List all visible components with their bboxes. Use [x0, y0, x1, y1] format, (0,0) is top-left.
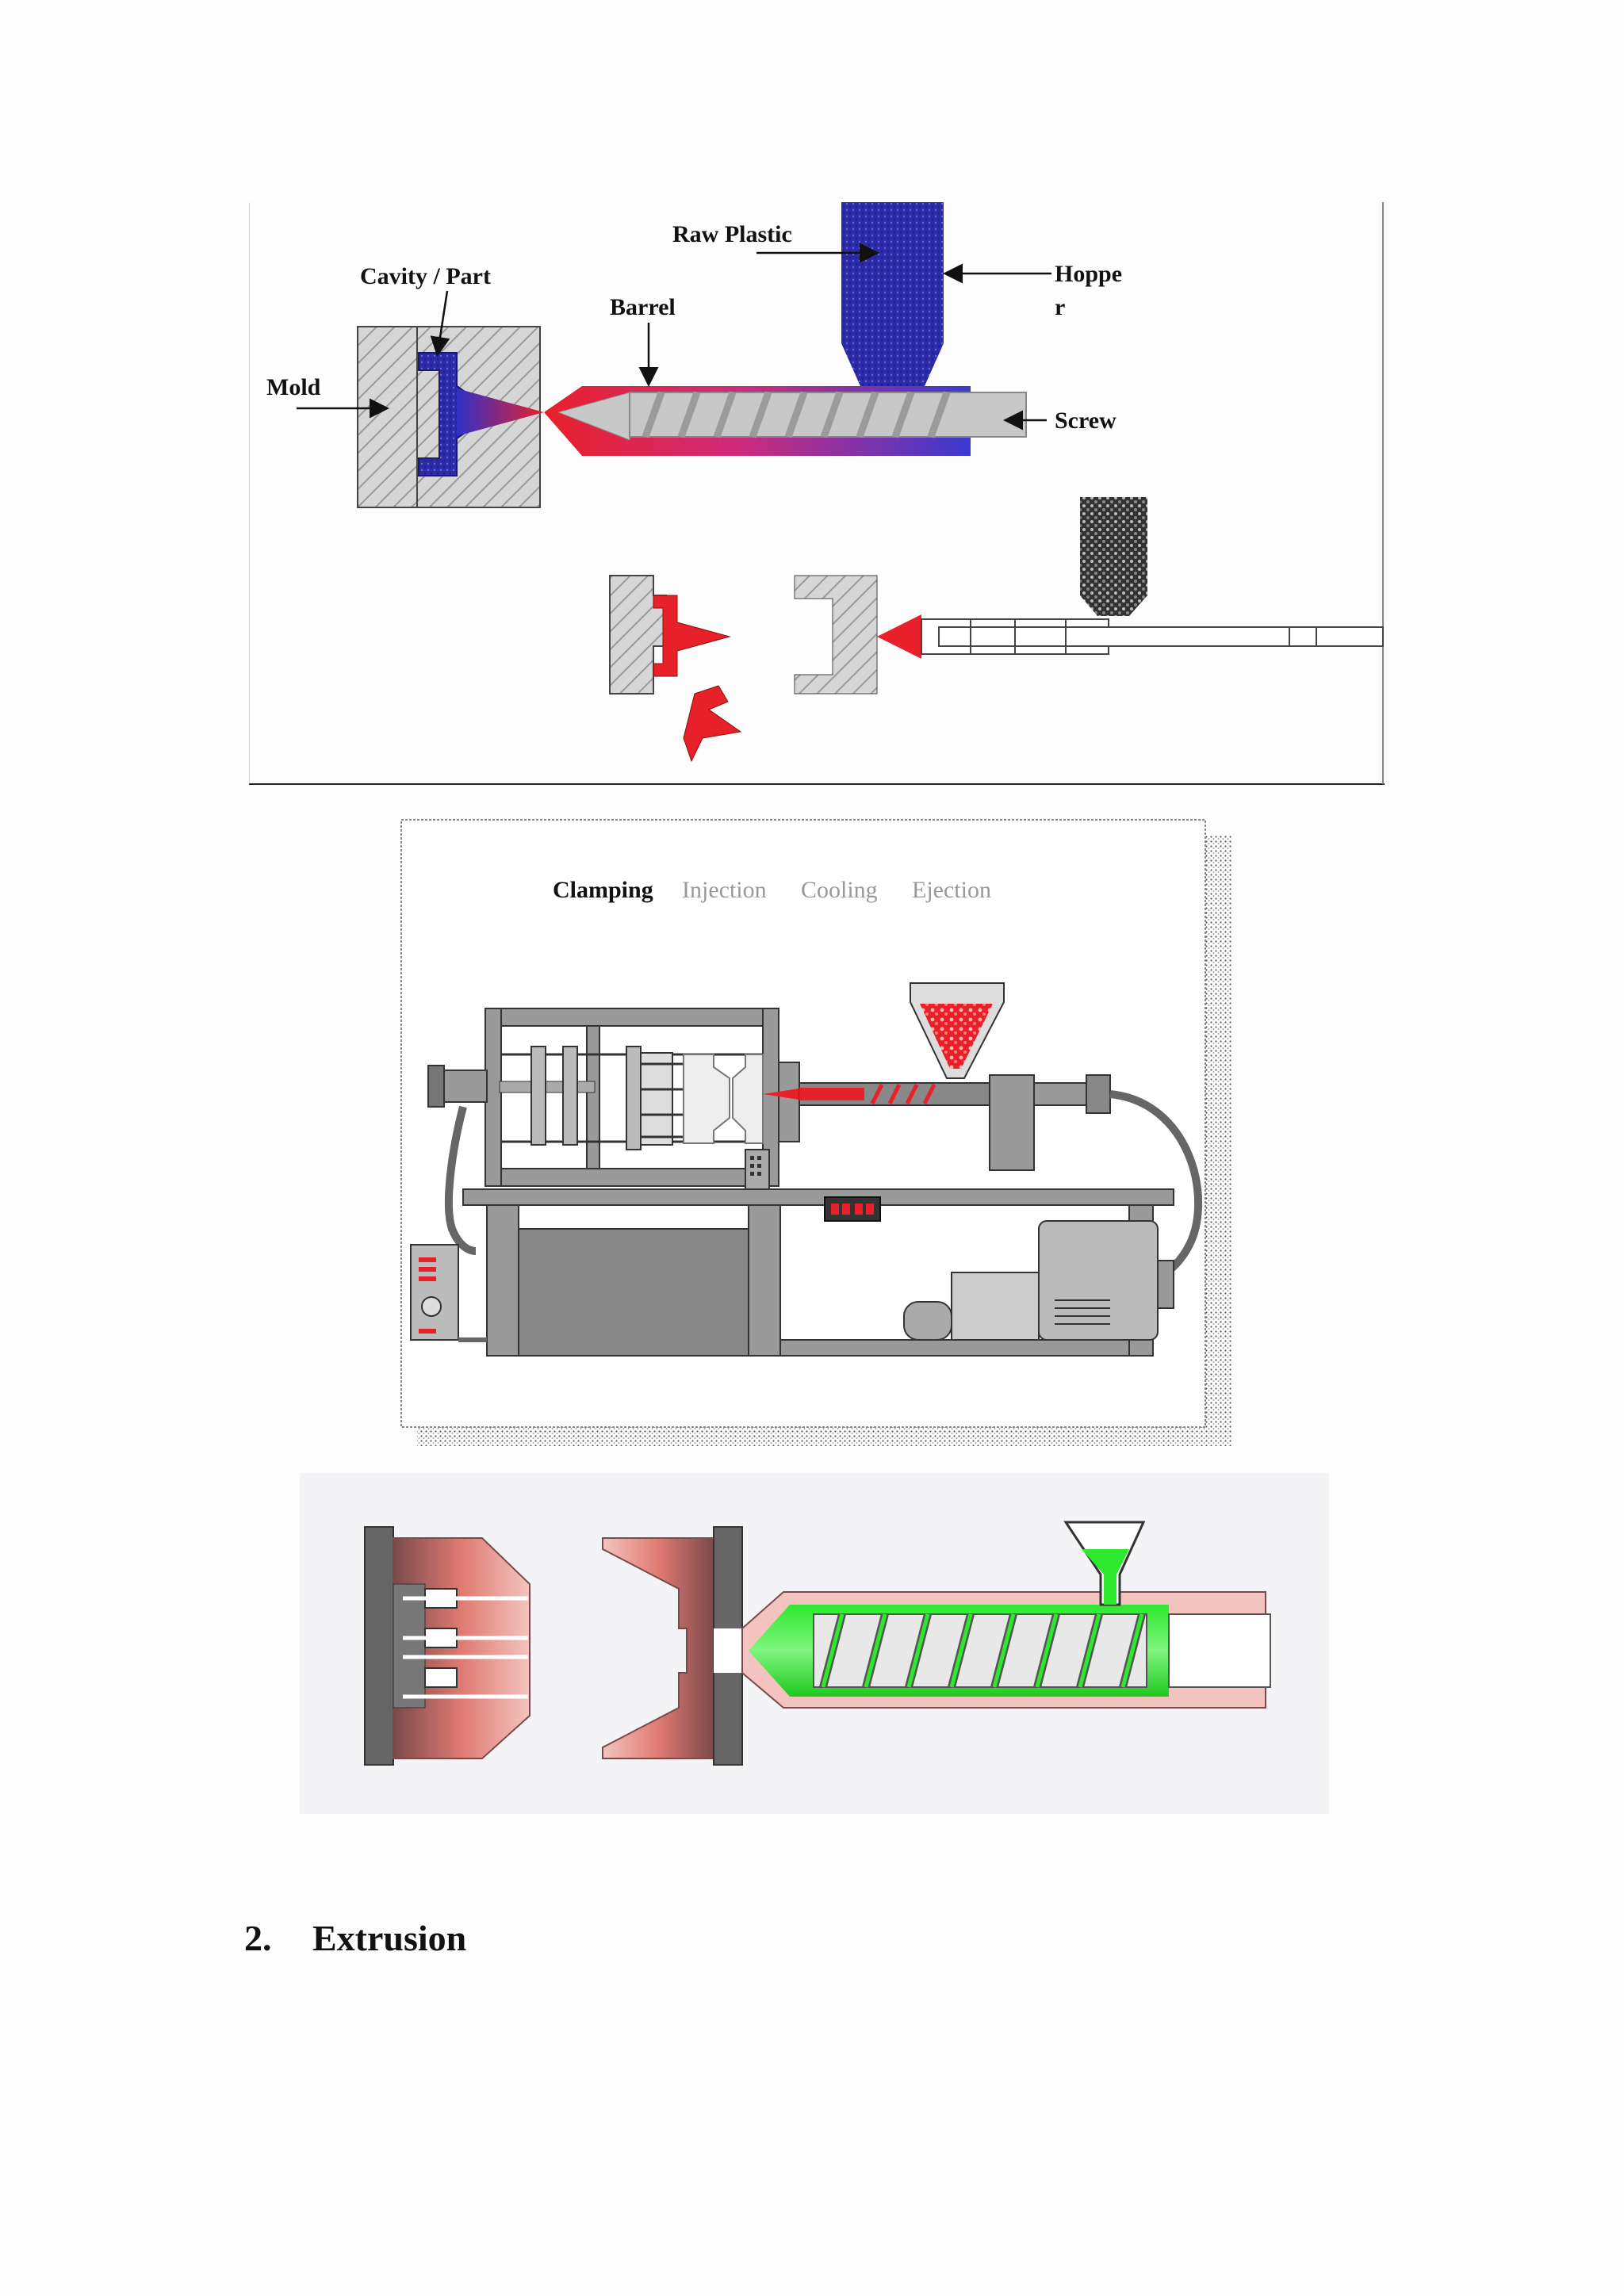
barrel-assembly [544, 386, 1027, 456]
injection-molding-labeled-diagram: Raw Plastic Hoppe r Cavity / Part Barrel… [249, 202, 1385, 785]
section-number: 2. [244, 1918, 272, 1958]
cavity-part-label: Cavity / Part [360, 263, 491, 289]
barrel-label: Barrel [610, 294, 676, 320]
screw-label: Screw [1055, 408, 1116, 434]
process-step-tabs: Clamping Injection Cooling Ejection [553, 877, 991, 903]
tab-clamping[interactable]: Clamping [553, 877, 653, 903]
stationary-mold-half [602, 1526, 743, 1766]
section-title: Extrusion [312, 1918, 467, 1958]
tab-injection[interactable]: Injection [682, 877, 767, 903]
raw-plastic-label: Raw Plastic [672, 221, 792, 247]
injection-machine-animation-frame: Clamping Injection Cooling Ejection [400, 819, 1232, 1446]
ejection-subdiagram [609, 497, 1384, 763]
hopper-label-wrap: r [1055, 294, 1065, 320]
mold-label: Mold [266, 374, 321, 400]
injection-molding-schematic-green [300, 1473, 1329, 1814]
hopper [841, 202, 944, 386]
tab-ejection[interactable]: Ejection [912, 877, 991, 903]
ejector-mold-half [364, 1526, 530, 1766]
barrel-with-screw [741, 1521, 1271, 1709]
injection-machine [410, 982, 1203, 1357]
hopper-label: Hoppe [1055, 261, 1122, 287]
tab-cooling[interactable]: Cooling [801, 877, 878, 903]
mold-block [357, 326, 544, 508]
section-heading: 2. Extrusion [244, 1917, 466, 1959]
